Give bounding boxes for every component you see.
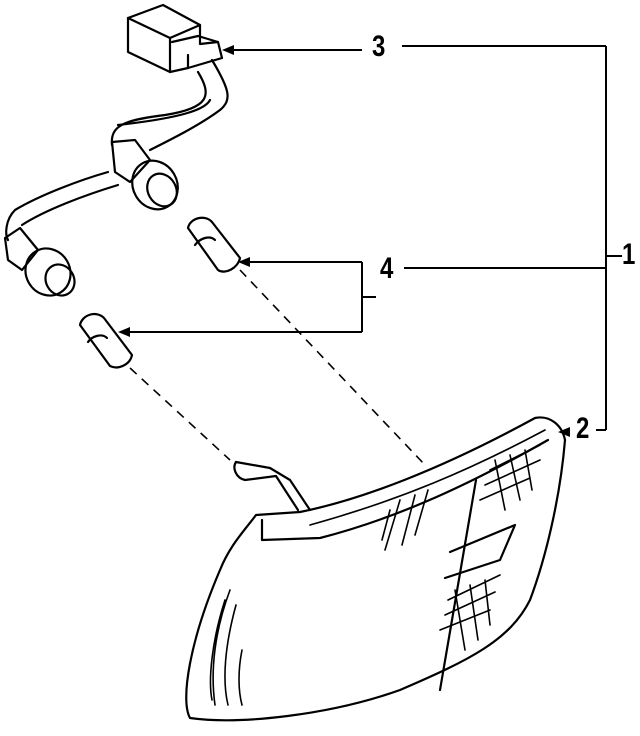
callout-1: 1: [622, 238, 636, 271]
callout-4: 4: [380, 252, 394, 285]
alignment-line-upper: [239, 269, 426, 466]
bulb-lower: [78, 312, 134, 369]
callout-3: 3: [372, 30, 386, 63]
leader-lines: [118, 45, 622, 437]
lens-housing-part: [185, 416, 567, 722]
callout-2: 2: [576, 412, 590, 445]
alignment-line-lower: [129, 367, 231, 461]
connector-part: [126, 3, 224, 74]
wire-harness: [3, 58, 229, 297]
bulb-upper: [186, 216, 242, 273]
